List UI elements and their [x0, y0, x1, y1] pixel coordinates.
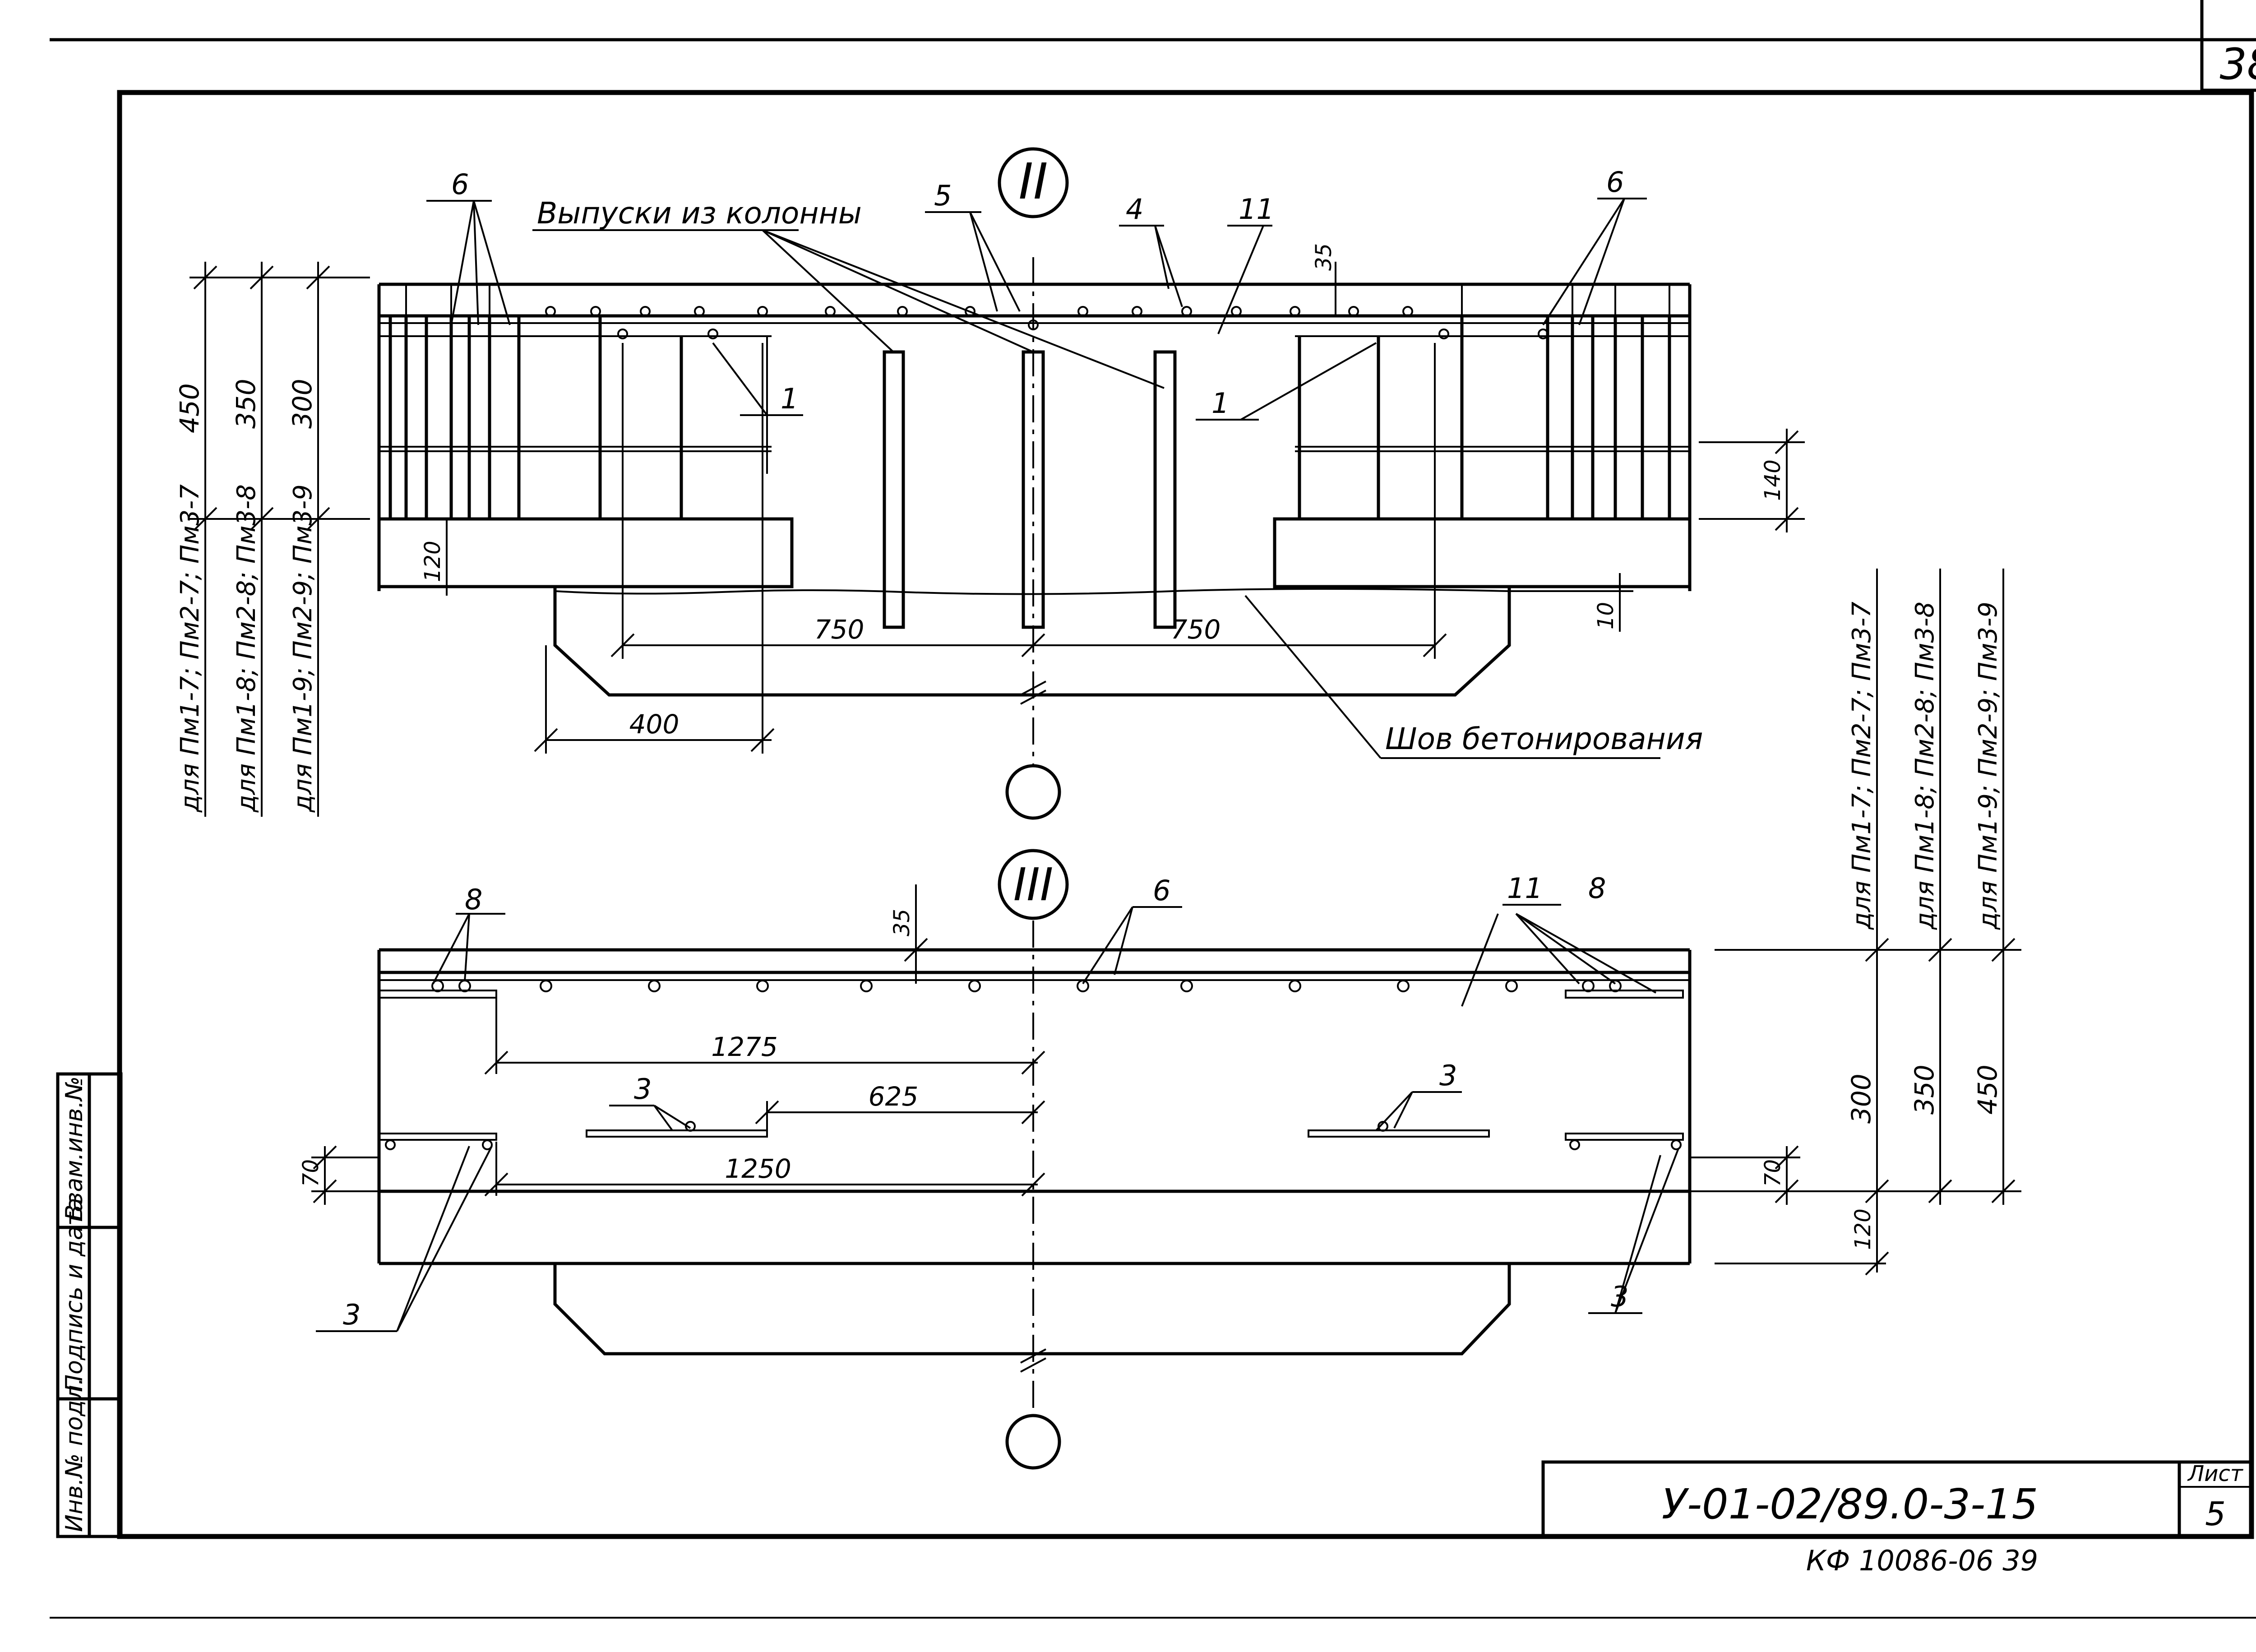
- sec3-dim-70-left: 70: [298, 1159, 324, 1187]
- sec2-dim-750-left: 750: [814, 614, 864, 645]
- sec3-pos3-mid-left: 3: [634, 1073, 652, 1106]
- outlets-from-column-label: Выпуски из колонны: [537, 196, 862, 231]
- sec3-variant-8: для Пм1-8; Пм2-8; Пм3-8: [1910, 602, 1940, 930]
- sec3-dim-1275: 1275: [711, 1032, 778, 1062]
- sec2-pos11: 11: [1239, 193, 1274, 226]
- sec2-pos1-left: 1: [781, 382, 798, 415]
- sec2-dim-750-right: 750: [1171, 614, 1221, 645]
- section-iii-marker: III: [1013, 858, 1053, 911]
- title-block: [1541, 1460, 2253, 1538]
- sec2-dim-400: 400: [629, 709, 680, 740]
- sec3-dim-120: 120: [1850, 1208, 1876, 1250]
- stamp-inv-number: Инв.№ подл.: [61, 1378, 88, 1532]
- sec3-pos8-right: 8: [1588, 872, 1606, 905]
- document-code: У-01-02/89.0-3-15: [1662, 1480, 2038, 1528]
- sec2-pos5: 5: [934, 179, 952, 212]
- sec2-dim-350: 350: [231, 379, 261, 429]
- side-stamp: Инв.№ подл. Подпись и дата Взам.инв.№: [56, 1072, 123, 1538]
- sec2-variant-9: для Пм1-9; Пм2-9; Пм3-9: [288, 484, 318, 813]
- sec2-pos6-left: 6: [451, 168, 469, 201]
- sec3-variant-7: для Пм1-7; Пм2-7; Пм3-7: [1847, 602, 1877, 930]
- sheet-number: 5: [2205, 1495, 2226, 1533]
- sec3-dim-70-right: 70: [1760, 1159, 1785, 1187]
- sec2-variant-7: для Пм1-7; Пм2-7; Пм3-7: [176, 484, 205, 813]
- sec3-pos8-left: 8: [465, 883, 482, 916]
- concrete-joint-label: Шов бетонирования: [1385, 722, 1703, 756]
- sec3-pos3-mid-right: 3: [1439, 1059, 1457, 1092]
- sec2-dim-450: 450: [174, 383, 205, 433]
- sec2-dim-35: 35: [1311, 243, 1336, 271]
- sec3-dim-450: 450: [1972, 1064, 2003, 1115]
- sec2-pos6-right: 6: [1606, 166, 1624, 199]
- sec2-variant-8: для Пм1-8; Пм2-8; Пм3-8: [232, 484, 261, 813]
- sheet-label: Лист: [2187, 1461, 2244, 1486]
- sec3-dim-625: 625: [869, 1081, 919, 1112]
- sec3-pos6: 6: [1153, 874, 1170, 907]
- sec2-pos1-right: 1: [1211, 387, 1229, 420]
- sec2-dim-120: 120: [420, 541, 445, 582]
- sec3-pos3-bottom-right: 3: [1611, 1280, 1628, 1313]
- archive-number: КФ 10086-06 39: [1806, 1544, 2038, 1577]
- sec2-pos4: 4: [1126, 193, 1143, 226]
- stamp-replacement-inv: Взам.инв.№: [61, 1076, 88, 1221]
- sheet-frame: [50, 0, 2256, 1619]
- sheet-top-number: 38: [2220, 40, 2256, 89]
- stamp-signature-date: Подпись и дата: [61, 1198, 88, 1392]
- sec3-dim-300: 300: [1846, 1074, 1877, 1124]
- sec3-dim-35: 35: [889, 909, 915, 936]
- section-iii-drawing: [311, 849, 2021, 1470]
- sec3-dim-1250: 1250: [725, 1153, 791, 1184]
- sec3-dim-350: 350: [1909, 1064, 1940, 1115]
- section-ii-drawing: [190, 147, 1805, 820]
- section-ii-marker: II: [1019, 153, 1048, 210]
- sec2-dim-300: 300: [287, 379, 318, 429]
- sec3-variant-9: для Пм1-9; Пм2-9; Пм3-9: [1974, 602, 2003, 930]
- sec3-pos11: 11: [1507, 872, 1543, 905]
- sec2-dim-140: 140: [1760, 459, 1785, 501]
- sec2-dim-10: 10: [1593, 602, 1618, 629]
- sec3-pos3-bottom-left: 3: [343, 1298, 361, 1331]
